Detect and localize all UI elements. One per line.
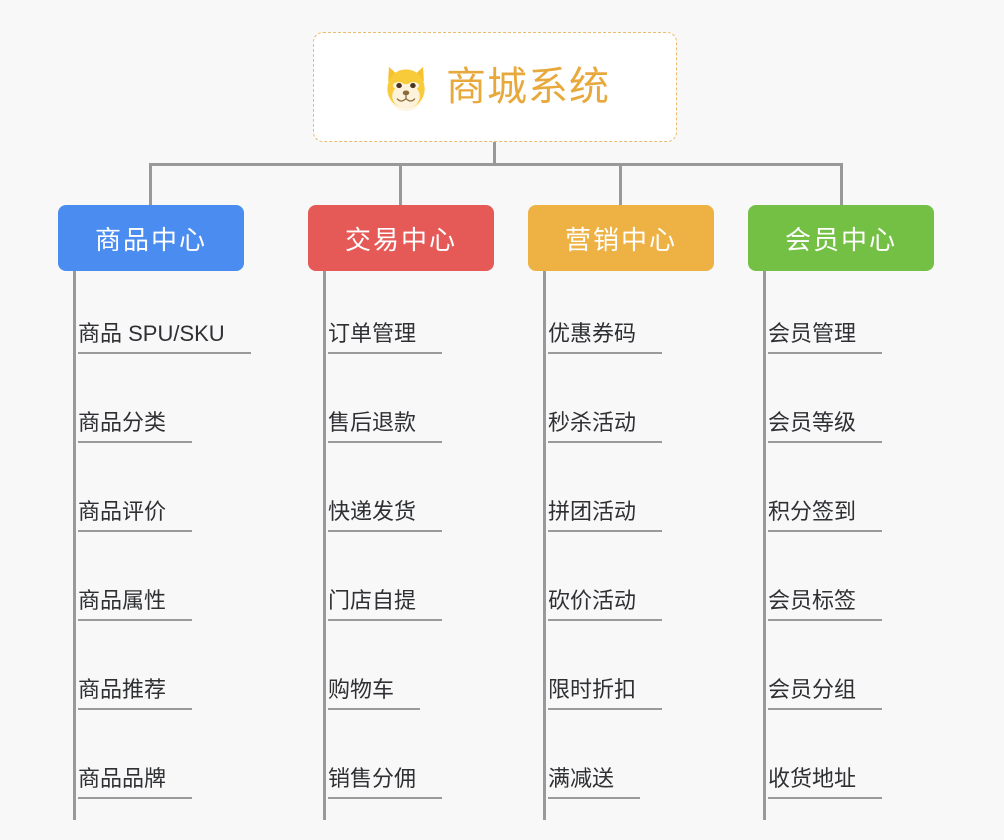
- leaf-label: 收货地址: [768, 766, 883, 799]
- list-item[interactable]: 商品属性: [73, 538, 244, 627]
- list-item[interactable]: 秒杀活动: [543, 360, 714, 449]
- list-item[interactable]: 订单管理: [323, 271, 494, 360]
- leaf-label: 会员标签: [768, 588, 883, 621]
- list-item[interactable]: 优惠券码: [543, 271, 714, 360]
- connector-drop-col-1: [149, 163, 152, 205]
- leaf-label: 购物车: [328, 677, 421, 710]
- category-column-3: 营销中心: [528, 205, 714, 271]
- list-item[interactable]: 商品评价: [73, 449, 244, 538]
- category-header-2[interactable]: 交易中心: [308, 205, 494, 271]
- leaf-list-1: 商品 SPU/SKU 商品分类 商品评价 商品属性 商品推荐 商品品牌: [58, 271, 251, 820]
- list-item[interactable]: 门店自提: [323, 538, 494, 627]
- leaf-label: 会员管理: [768, 321, 883, 354]
- leaf-list-4: 会员管理 会员等级 积分签到 会员标签 会员分组 收货地址: [748, 271, 934, 820]
- connector-drop-col-4: [840, 163, 843, 205]
- category-header-label: 商品中心: [94, 224, 207, 255]
- list-item[interactable]: 会员标签: [763, 538, 934, 627]
- leaf-label: 满减送: [548, 766, 641, 799]
- category-column-2: 交易中心: [308, 205, 494, 271]
- leaf-label: 会员分组: [768, 677, 883, 710]
- category-header-3[interactable]: 营销中心: [528, 205, 714, 271]
- leaf-label: 商品 SPU/SKU: [78, 321, 251, 354]
- leaf-label: 快递发货: [328, 499, 443, 532]
- leaf-label: 商品推荐: [78, 677, 193, 710]
- category-header-label: 交易中心: [344, 224, 457, 255]
- list-item[interactable]: 收货地址: [763, 716, 934, 805]
- list-item[interactable]: 砍价活动: [543, 538, 714, 627]
- list-item[interactable]: 拼团活动: [543, 449, 714, 538]
- leaf-label: 销售分佣: [328, 766, 443, 799]
- list-item[interactable]: 商品 SPU/SKU: [73, 271, 251, 360]
- list-item[interactable]: 限时折扣: [543, 627, 714, 716]
- list-item[interactable]: 商品推荐: [73, 627, 244, 716]
- leaf-label: 门店自提: [328, 588, 443, 621]
- connector-drop-col-2: [399, 163, 402, 205]
- root-node[interactable]: 商城系统: [313, 32, 677, 142]
- category-column-4: 会员中心: [748, 205, 934, 271]
- leaf-label: 商品品牌: [78, 766, 193, 799]
- category-header-label: 营销中心: [564, 224, 677, 255]
- leaf-label: 商品属性: [78, 588, 193, 621]
- list-item[interactable]: 积分签到: [763, 449, 934, 538]
- connector-root-stem: [493, 142, 496, 166]
- leaf-label: 商品评价: [78, 499, 193, 532]
- leaf-label: 售后退款: [328, 410, 443, 443]
- leaf-label: 秒杀活动: [548, 410, 663, 443]
- category-header-label: 会员中心: [784, 224, 897, 255]
- category-header-4[interactable]: 会员中心: [748, 205, 934, 271]
- list-item[interactable]: 满减送: [543, 716, 714, 805]
- category-header-1[interactable]: 商品中心: [58, 205, 244, 271]
- leaf-label: 限时折扣: [548, 677, 663, 710]
- list-item[interactable]: 快递发货: [323, 449, 494, 538]
- list-item[interactable]: 售后退款: [323, 360, 494, 449]
- list-item[interactable]: 销售分佣: [323, 716, 494, 805]
- connector-drop-col-3: [619, 163, 622, 205]
- leaf-label: 会员等级: [768, 410, 883, 443]
- root-title: 商城系统: [446, 65, 610, 109]
- leaf-label: 订单管理: [328, 321, 443, 354]
- list-item[interactable]: 会员等级: [763, 360, 934, 449]
- leaf-label: 优惠券码: [548, 321, 663, 354]
- leaf-list-2: 订单管理 售后退款 快递发货 门店自提 购物车 销售分佣: [308, 271, 494, 820]
- dog-face-emoji: [380, 62, 432, 114]
- leaf-list-3: 优惠券码 秒杀活动 拼团活动 砍价活动 限时折扣 满减送: [528, 271, 714, 820]
- list-item[interactable]: 商品分类: [73, 360, 244, 449]
- leaf-label: 砍价活动: [548, 588, 663, 621]
- leaf-label: 拼团活动: [548, 499, 663, 532]
- list-item[interactable]: 会员分组: [763, 627, 934, 716]
- leaf-label: 商品分类: [78, 410, 193, 443]
- connector-bus: [149, 163, 843, 166]
- leaf-label: 积分签到: [768, 499, 883, 532]
- category-column-1: 商品中心: [58, 205, 244, 271]
- list-item[interactable]: 商品品牌: [73, 716, 244, 805]
- list-item[interactable]: 购物车: [323, 627, 494, 716]
- list-item[interactable]: 会员管理: [763, 271, 934, 360]
